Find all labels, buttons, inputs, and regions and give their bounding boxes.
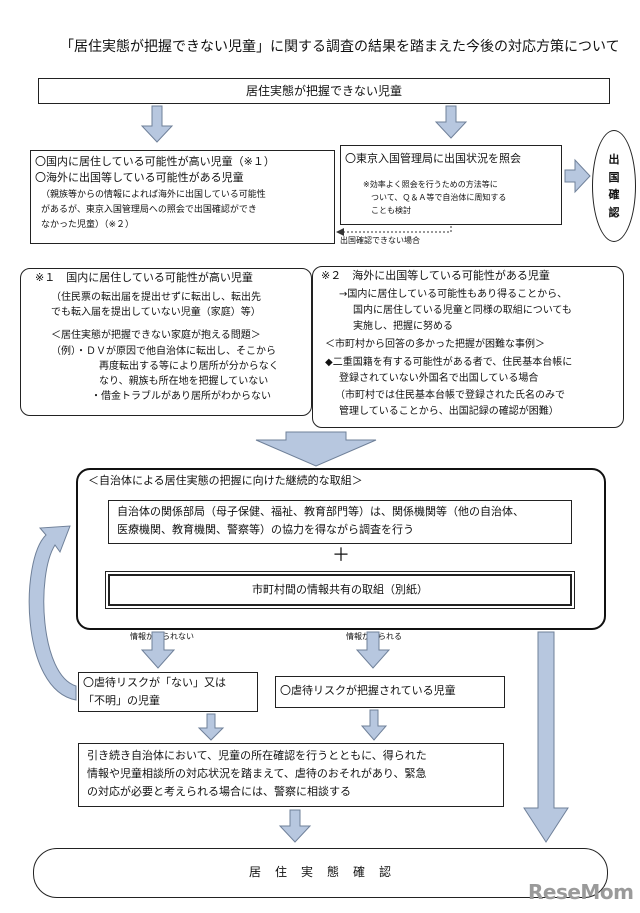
risk-none-box: 〇虐待リスクが「ない」又は 「不明」の児童 xyxy=(78,672,258,712)
note1-line2: でも転入届を提出していない児童（家庭）等） xyxy=(51,307,261,318)
note2-line7: （市町村では住民基本台帳で登録された氏名のみで xyxy=(335,390,565,401)
note1-heading: ※１ 国内に居住している可能性が高い児童 xyxy=(35,271,253,284)
exit-confirm-ellipse: 出国確認 xyxy=(592,130,636,242)
right-box-line1: 〇東京入国管理局に出国状況を照会 xyxy=(345,152,521,165)
note1-line6: なり、親族も所在地を把握していない xyxy=(99,376,269,387)
arrow-down-left-top xyxy=(140,105,174,143)
top-box: 居住実態が把握できない児童 xyxy=(38,78,610,104)
note2-line1: →国内に居住している可能性もあり得ることから、 xyxy=(339,289,568,300)
note2-line3: 実施し、把握に努める xyxy=(353,321,453,332)
police-consult-line1: 引き続き自治体において、児童の所在確認を行うとともに、得られた xyxy=(87,749,427,762)
final-confirm-box: 居 住 実 態 確 認 xyxy=(33,848,608,898)
police-consult-box: 引き続き自治体において、児童の所在確認を行うとともに、得られた 情報や児童相談所… xyxy=(78,743,504,807)
info-sharing-label: 市町村間の情報共有の取組（別紙） xyxy=(252,583,428,596)
left-box-line3: （親族等からの情報によれば海外に出国している可能性 xyxy=(41,190,266,200)
arrow-main-to-risk-none xyxy=(140,631,176,669)
note2-line2: 国内に居住している児童と同様の取組についても xyxy=(353,305,572,316)
page-title: 「居住実態が把握できない児童」に関する調査の結果を踏まえた今後の対応方策について xyxy=(60,39,620,55)
main-effort-box: ＜自治体による居住実態の把握に向けた継続的な取組＞ 自治体の関係部局（母子保健、… xyxy=(76,468,606,630)
right-box-note2: ついて、Ｑ＆Ａ等で自治体に周知する xyxy=(371,193,507,202)
main-effort-heading: ＜自治体による居住実態の把握に向けた継続的な取組＞ xyxy=(88,474,363,487)
note1-line7: ・借金トラブルがあり居所がわからない xyxy=(91,391,271,402)
note1-line3: ＜居住実態が把握できない家庭が抱える問題＞ xyxy=(51,330,261,341)
exit-confirm-label: 出国確認 xyxy=(608,153,620,219)
risk-none-line2: 「不明」の児童 xyxy=(83,694,160,707)
plus-sign: ＋ xyxy=(332,545,350,566)
left-box-line4: があるが、東京入国管理局への照会で出国確認ができ xyxy=(41,205,257,215)
note2-box: ※２ 海外に出国等している可能性がある児童 →国内に居住している可能性もあり得る… xyxy=(312,266,624,428)
left-box-line1: 〇国内に居住している可能性が高い児童（※１） xyxy=(35,155,275,168)
arrow-to-final xyxy=(278,809,312,843)
unconfirmed-label: 出国確認できない場合 xyxy=(340,236,420,245)
risk-known-label: 〇虐待リスクが把握されている児童 xyxy=(280,684,456,697)
note1-line1: （住民票の転出届を提出せずに転出し、転出先 xyxy=(51,292,261,303)
arrow-risk-known-down xyxy=(360,709,388,741)
arrow-loop-back xyxy=(28,525,77,701)
top-box-label: 居住実態が把握できない児童 xyxy=(245,84,402,98)
note1-line5: 再度転出する等により居所が分からなく xyxy=(99,361,279,372)
note2-line8: 管理していることから、出国記録の確認が困難） xyxy=(339,406,559,417)
investigation-line2: 医療機関、教育機関、警察等）の協力を得ながら調査を行う xyxy=(117,523,414,536)
watermark-logo: ReseMom xyxy=(528,880,634,904)
arrow-right-exit xyxy=(564,158,591,194)
investigation-box: 自治体の関係部局（母子保健、福祉、教育部門等）は、関係機関等（他の自治体、 医療… xyxy=(108,500,572,544)
risk-none-line1: 〇虐待リスクが「ない」又は xyxy=(83,676,226,689)
info-sharing-box: 市町村間の情報共有の取組（別紙） xyxy=(105,571,575,609)
arrow-down-right-top xyxy=(434,105,468,139)
note2-line4: ＜市町村から回答の多かった把握が困難な事例＞ xyxy=(325,339,545,350)
left-box-line5: なかった児童）（※２） xyxy=(41,220,135,230)
note2-heading: ※２ 海外に出国等している可能性がある児童 xyxy=(321,269,550,282)
arrow-big-down xyxy=(255,431,377,467)
arrow-long-down-right xyxy=(523,631,569,843)
police-consult-line2: 情報や児童相談所の対応状況を踏まえて、虐待のおそれがあり、緊急 xyxy=(87,767,427,780)
final-confirm-label: 居 住 実 態 確 認 xyxy=(248,865,392,879)
arrow-dotted-head xyxy=(336,228,344,236)
police-consult-line3: の対応が必要と考えられる場合には、警察に相談する xyxy=(87,785,351,798)
right-box-note3: ことも検討 xyxy=(371,206,411,215)
arrow-main-to-risk-known xyxy=(355,631,391,669)
note1-line4: （例）・ＤＶが原因で他自治体に転出し、そこから xyxy=(51,346,276,357)
investigation-line1: 自治体の関係部局（母子保健、福祉、教育部門等）は、関係機関等（他の自治体、 xyxy=(117,505,524,518)
right-box-note1: ※効率よく照会を行うための方法等に xyxy=(363,180,498,189)
note1-box: ※１ 国内に居住している可能性が高い児童 （住民票の転出届を提出せずに転出し、転… xyxy=(20,268,312,416)
risk-known-box: 〇虐待リスクが把握されている児童 xyxy=(275,676,505,708)
left-box-line2: 〇海外に出国等している可能性がある児童 xyxy=(35,171,244,184)
right-status-box: 〇東京入国管理局に出国状況を照会 ※効率よく照会を行うための方法等に ついて、Ｑ… xyxy=(340,145,562,225)
arrow-dotted-unconfirmed xyxy=(338,226,452,233)
note2-line5: ◆二重国籍を有する可能性がある者で、住民基本台帳に xyxy=(325,357,573,368)
arrow-risk-none-down xyxy=(197,713,225,741)
left-status-box: 〇国内に居住している可能性が高い児童（※１） 〇海外に出国等している可能性がある… xyxy=(30,150,335,244)
note2-line6: 登録されていない外国名で出国している場合 xyxy=(339,373,539,384)
